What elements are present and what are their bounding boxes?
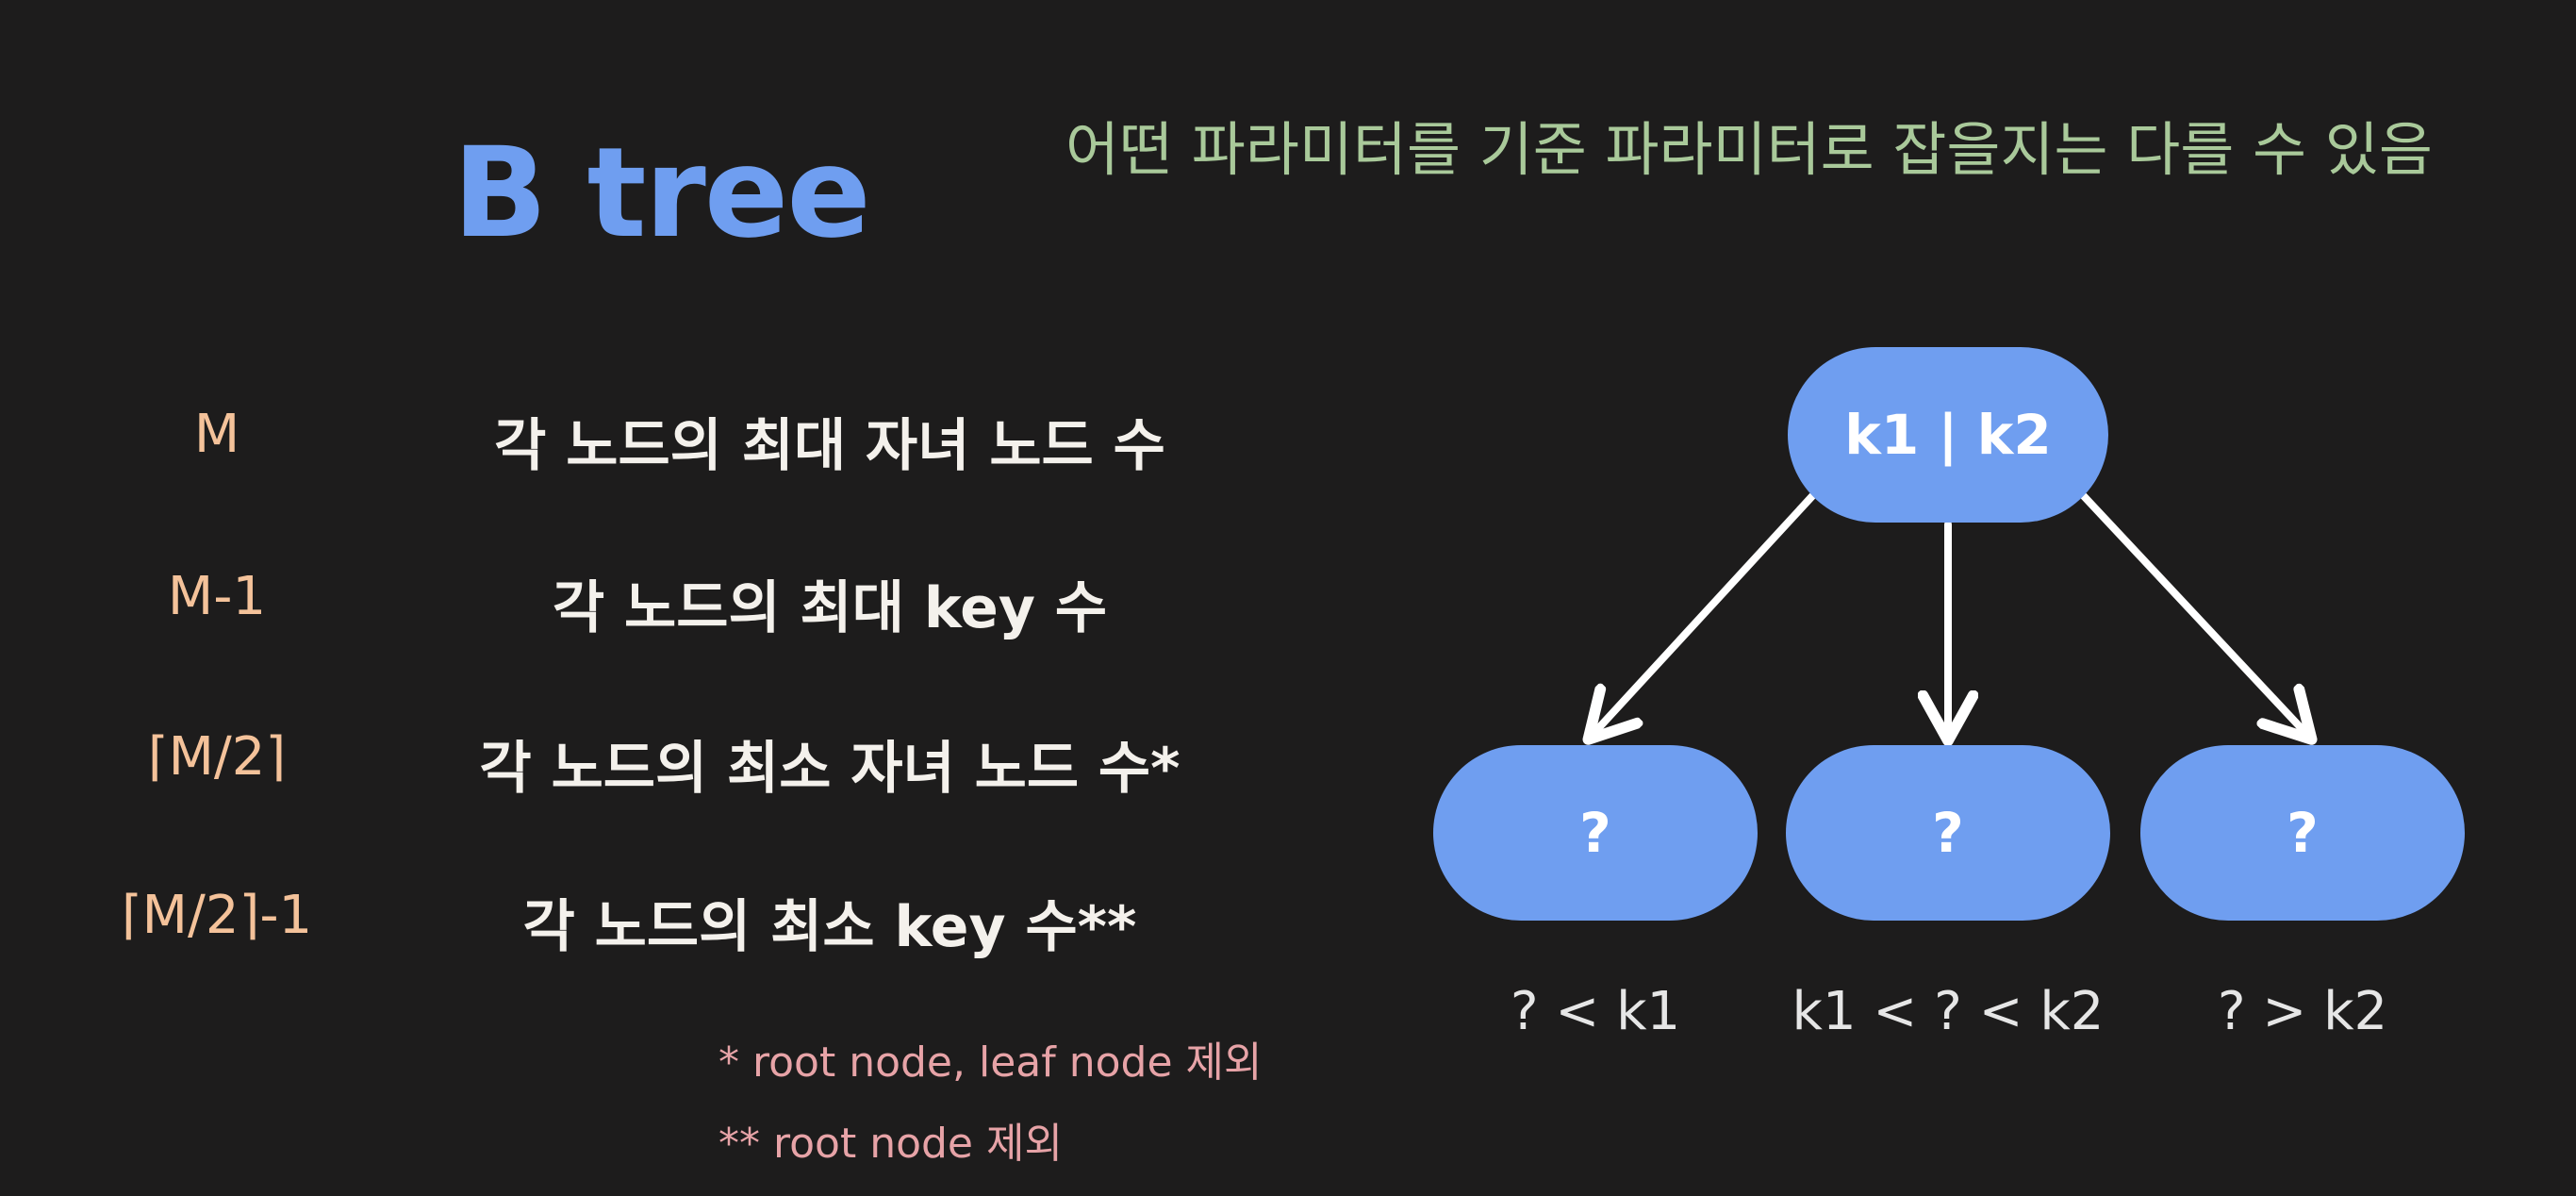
footnote-1: * root node, leaf node 제외 bbox=[718, 1038, 1263, 1087]
root-node: k1 | k2 bbox=[1788, 347, 2108, 523]
row-symbol-ceil-m-half: ⌈M/2⌉ bbox=[147, 726, 287, 788]
child-node-right-label: ? bbox=[2287, 801, 2319, 865]
edge-right bbox=[2080, 492, 2308, 736]
edge-left bbox=[1592, 492, 1816, 736]
condition-middle: k1 < ? < k2 bbox=[1792, 981, 2105, 1042]
root-node-label: k1 | k2 bbox=[1844, 403, 2052, 467]
row-symbol-m: M bbox=[193, 404, 240, 465]
child-node-middle: ? bbox=[1786, 745, 2110, 921]
child-node-left: ? bbox=[1433, 745, 1758, 921]
row-symbol-m-minus-1: M-1 bbox=[167, 566, 267, 627]
condition-left: ? < k1 bbox=[1510, 981, 1681, 1042]
row-description-min-children: 각 노드의 최소 자녀 노드 수* bbox=[479, 736, 1181, 802]
page-title: B tree bbox=[453, 121, 871, 266]
row-description-max-children: 각 노드의 최대 자녀 노드 수 bbox=[494, 413, 1165, 479]
row-description-max-keys: 각 노드의 최대 key 수 bbox=[552, 575, 1108, 641]
condition-right: ? > k2 bbox=[2217, 981, 2388, 1042]
child-node-right: ? bbox=[2140, 745, 2465, 921]
row-symbol-ceil-m-half-minus-1: ⌈M/2⌉-1 bbox=[121, 885, 313, 946]
parameter-note: 어떤 파라미터를 기준 파라미터로 잡을지는 다를 수 있음 bbox=[1065, 115, 2433, 184]
child-node-left-label: ? bbox=[1579, 801, 1611, 865]
row-description-min-keys: 각 노드의 최소 key 수** bbox=[522, 894, 1137, 960]
child-node-middle-label: ? bbox=[1932, 801, 1964, 865]
footnote-2: ** root node 제외 bbox=[718, 1120, 1063, 1168]
